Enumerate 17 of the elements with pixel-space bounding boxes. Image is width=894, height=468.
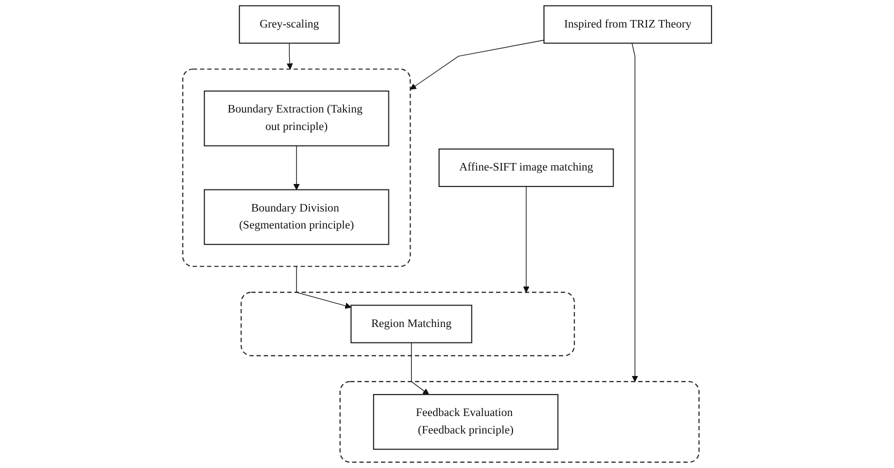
arrow (286, 42, 293, 70)
node-box: Boundary Division (Segmentation principle) (204, 189, 390, 245)
node-box: Boundary Extraction (Taking out principle) (204, 90, 390, 146)
arrow (410, 342, 429, 395)
node-box: Affine-SIFT image matching (438, 148, 614, 188)
arrow (296, 266, 352, 309)
node-box: Grey-scaling (238, 5, 340, 44)
node-box: Feedback Evaluation (Feedback principle) (372, 394, 558, 450)
node-box: Inspired from TRIZ Theory (543, 5, 712, 44)
arrow (632, 42, 638, 382)
cluster (240, 292, 575, 356)
cluster (182, 68, 411, 267)
arrow (293, 145, 300, 190)
cluster (339, 381, 700, 463)
arrow (410, 40, 544, 90)
arrow (522, 186, 530, 293)
node-box: Region Matching (350, 304, 472, 344)
